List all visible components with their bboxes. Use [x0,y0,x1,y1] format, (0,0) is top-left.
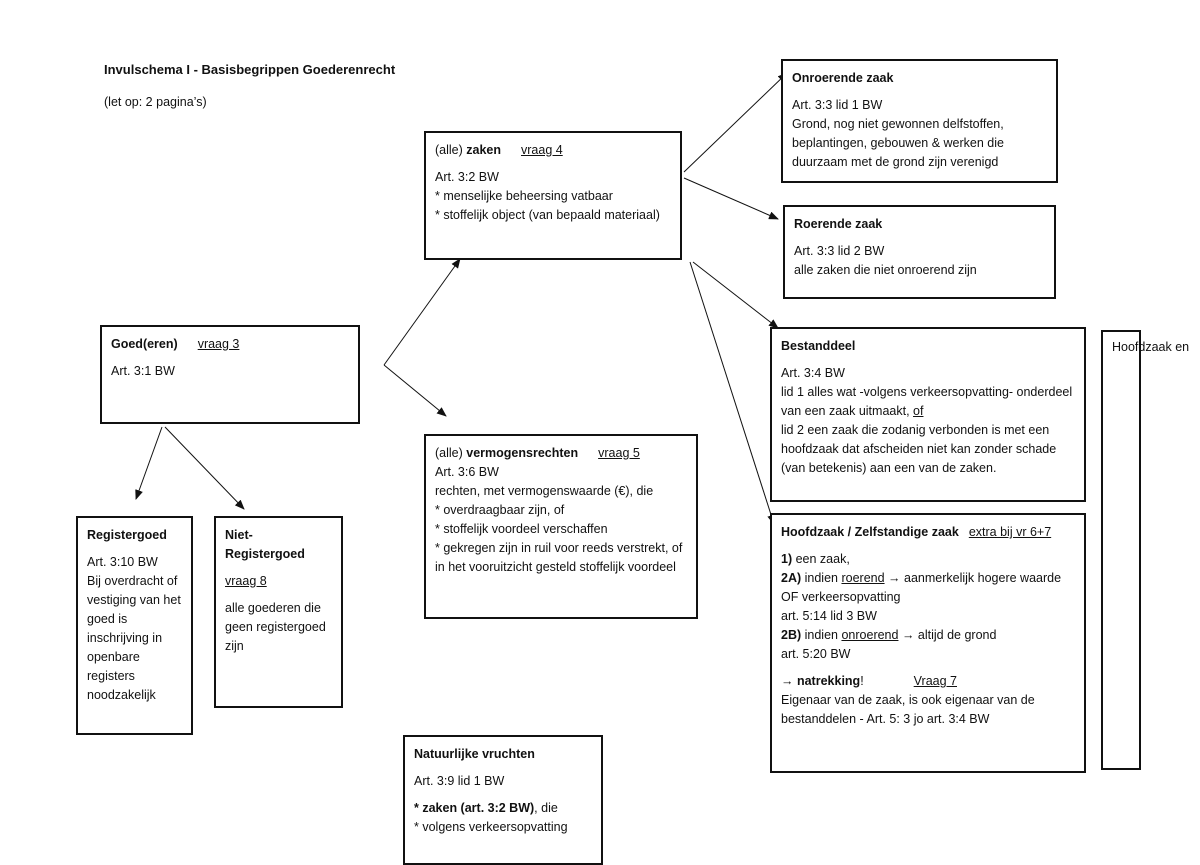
arrow-goed-vermogensrechten [383,364,447,417]
vermogensrechten-title: vermogensrechten [466,446,579,460]
hoofdzaak-l2a-art: art. 5:14 lid 3 BW [781,609,877,623]
natuurlijke-vruchten-item2: * volgens verkeersopvatting [414,820,568,834]
niet-registergoed-title: Niet-Registergoed [225,528,305,561]
roerende-zaak-art: Art. 3:3 lid 2 BW [794,244,885,258]
page-title: Invulschema I - Basisbegrippen Goederenr… [104,62,396,77]
bestanddeel-art: Art. 3:4 BW [781,366,845,380]
bestanddeel-of: of [913,404,924,418]
roerende-zaak-box: Roerende zaak Art. 3:3 lid 2 BW alle zak… [783,205,1056,299]
arrow-zaken-bestanddeel [692,261,779,329]
hoofdzaak-excl: ! [860,674,864,688]
vermogensrechten-art: Art. 3:6 BW [435,465,499,479]
hoofdzaak-l2b-num: 2B) [781,628,802,642]
hoofdzaak-l2a-pre: indien [801,571,842,585]
niet-registergoed-text: alle goederen die geen registergoed zijn [225,601,326,653]
zaken-art: Art. 3:2 BW [435,170,499,184]
goed-title: Goed(eren) [111,337,178,351]
hoofdzaak-l1-num: 1) [781,552,793,566]
natuurlijke-vruchten-art: Art. 3:9 lid 1 BW [414,774,505,788]
vermogensrechten-box: (alle) vermogensrechten vraag 5 Art. 3:6 … [424,434,698,619]
hoofdzaak-l2b-pre: indien [801,628,842,642]
hoofdzaak-last: Eigenaar van de zaak, is ook eigenaar va… [781,693,1035,726]
goed-art: Art. 3:1 BW [111,364,175,378]
arrow-goed-niet-registergoed [164,426,245,510]
hoofdzaak-l1: een zaak, [792,552,850,566]
bestanddeel-lid1: lid 1 alles wat -volgens verkeersopvatti… [781,385,1073,418]
zaken-prefix: (alle) [435,143,467,157]
page-note: (let op: 2 pagina’s) [104,95,207,109]
niet-registergoed-box: Niet-Registergoed vraag 8 alle goederen … [214,516,343,708]
vermogensrechten-intro: rechten, met vermogenswaarde (€), die [435,484,654,498]
zaken-vraag-link: vraag 4 [521,143,563,157]
hoofdzaak-natrekking: → natrekking [781,674,861,688]
arrow-zaken-onroerende [683,72,788,173]
onroerende-zaak-title: Onroerende zaak [792,71,894,85]
zaken-item: * menselijke beheersing vatbaar [435,189,613,203]
arrow-goed-zaken [383,258,461,366]
cutoff-box [1101,330,1141,770]
registergoed-text: Bij overdracht of vestiging van het goed… [87,574,181,702]
registergoed-title: Registergoed [87,528,167,542]
hoofdzaak-l2a-num: 2A) [781,571,802,585]
goed-vraag-link: vraag 3 [197,337,240,351]
natuurlijke-vruchten-title: Natuurlijke vruchten [414,747,535,761]
registergoed-box: Registergoed Art. 3:10 BW Bij overdracht… [76,516,193,735]
arrow-goed-registergoed [135,426,163,500]
hoofdzaak-vraag-link: Vraag 7 [913,674,957,688]
bestanddeel-box: Bestanddeel Art. 3:4 BW lid 1 alles wat … [770,327,1086,502]
hoofdzaak-l2b-art: art. 5:20 BW [781,647,851,661]
hoofdzaak-title: Hoofdzaak / Zelfstandige zaak [781,525,959,539]
hoofdzaak-l2b-underline: onroerend [841,628,899,642]
zaken-item: * stoffelijk object (van bepaald materia… [435,208,660,222]
registergoed-art: Art. 3:10 BW [87,555,158,569]
hoofdzaak-l2a-post: → aanmerkelijk hogere waarde OF verkeers… [781,571,1062,604]
hoofdzaak-l2b-post: → altijd de grond [898,628,997,642]
natuurlijke-vruchten-box: Natuurlijke vruchten Art. 3:9 lid 1 BW *… [403,735,603,865]
vermogensrechten-item: * stoffelijk voordeel verschaffen [435,522,608,536]
onroerende-zaak-text: Grond, nog niet gewonnen delfstoffen, be… [792,117,1004,169]
hoofdzaak-extra-link: extra bij vr 6+7 [968,525,1052,539]
natuurlijke-vruchten-item1-rest: , die [534,801,558,815]
vermogensrechten-prefix: (alle) [435,446,467,460]
bestanddeel-lid2: lid 2 een zaak die zodanig verbonden is … [781,423,1057,475]
niet-registergoed-vraag-link: vraag 8 [225,574,267,588]
onroerende-zaak-box: Onroerende zaak Art. 3:3 lid 1 BW Grond,… [781,59,1058,183]
bestanddeel-title: Bestanddeel [781,339,856,353]
arrow-zaken-hoofdzaak [689,261,776,525]
zaken-title: zaken [466,143,502,157]
zaken-box: (alle) zaken vraag 4 Art. 3:2 BW * mensel… [424,131,682,260]
vermogensrechten-vraag-link: vraag 5 [598,446,640,460]
cutoff-text: Hoofdzaak en [1112,340,1190,354]
roerende-zaak-title: Roerende zaak [794,217,883,231]
hoofdzaak-l2a-underline: roerend [841,571,885,585]
vermogensrechten-item: * overdraagbaar zijn, of [435,503,565,517]
hoofdzaak-box: Hoofdzaak / Zelfstandige zaak extra bij v… [770,513,1086,773]
roerende-zaak-text: alle zaken die niet onroerend zijn [794,263,977,277]
arrow-zaken-roerende [683,177,779,220]
vermogensrechten-item: * gekregen zijn in ruil voor reeds verst… [435,541,683,574]
natuurlijke-vruchten-item1-bold: * zaken (art. 3:2 BW) [414,801,535,815]
goed-box: Goed(eren) vraag 3 Art. 3:1 BW [100,325,360,424]
onroerende-zaak-art: Art. 3:3 lid 1 BW [792,98,883,112]
